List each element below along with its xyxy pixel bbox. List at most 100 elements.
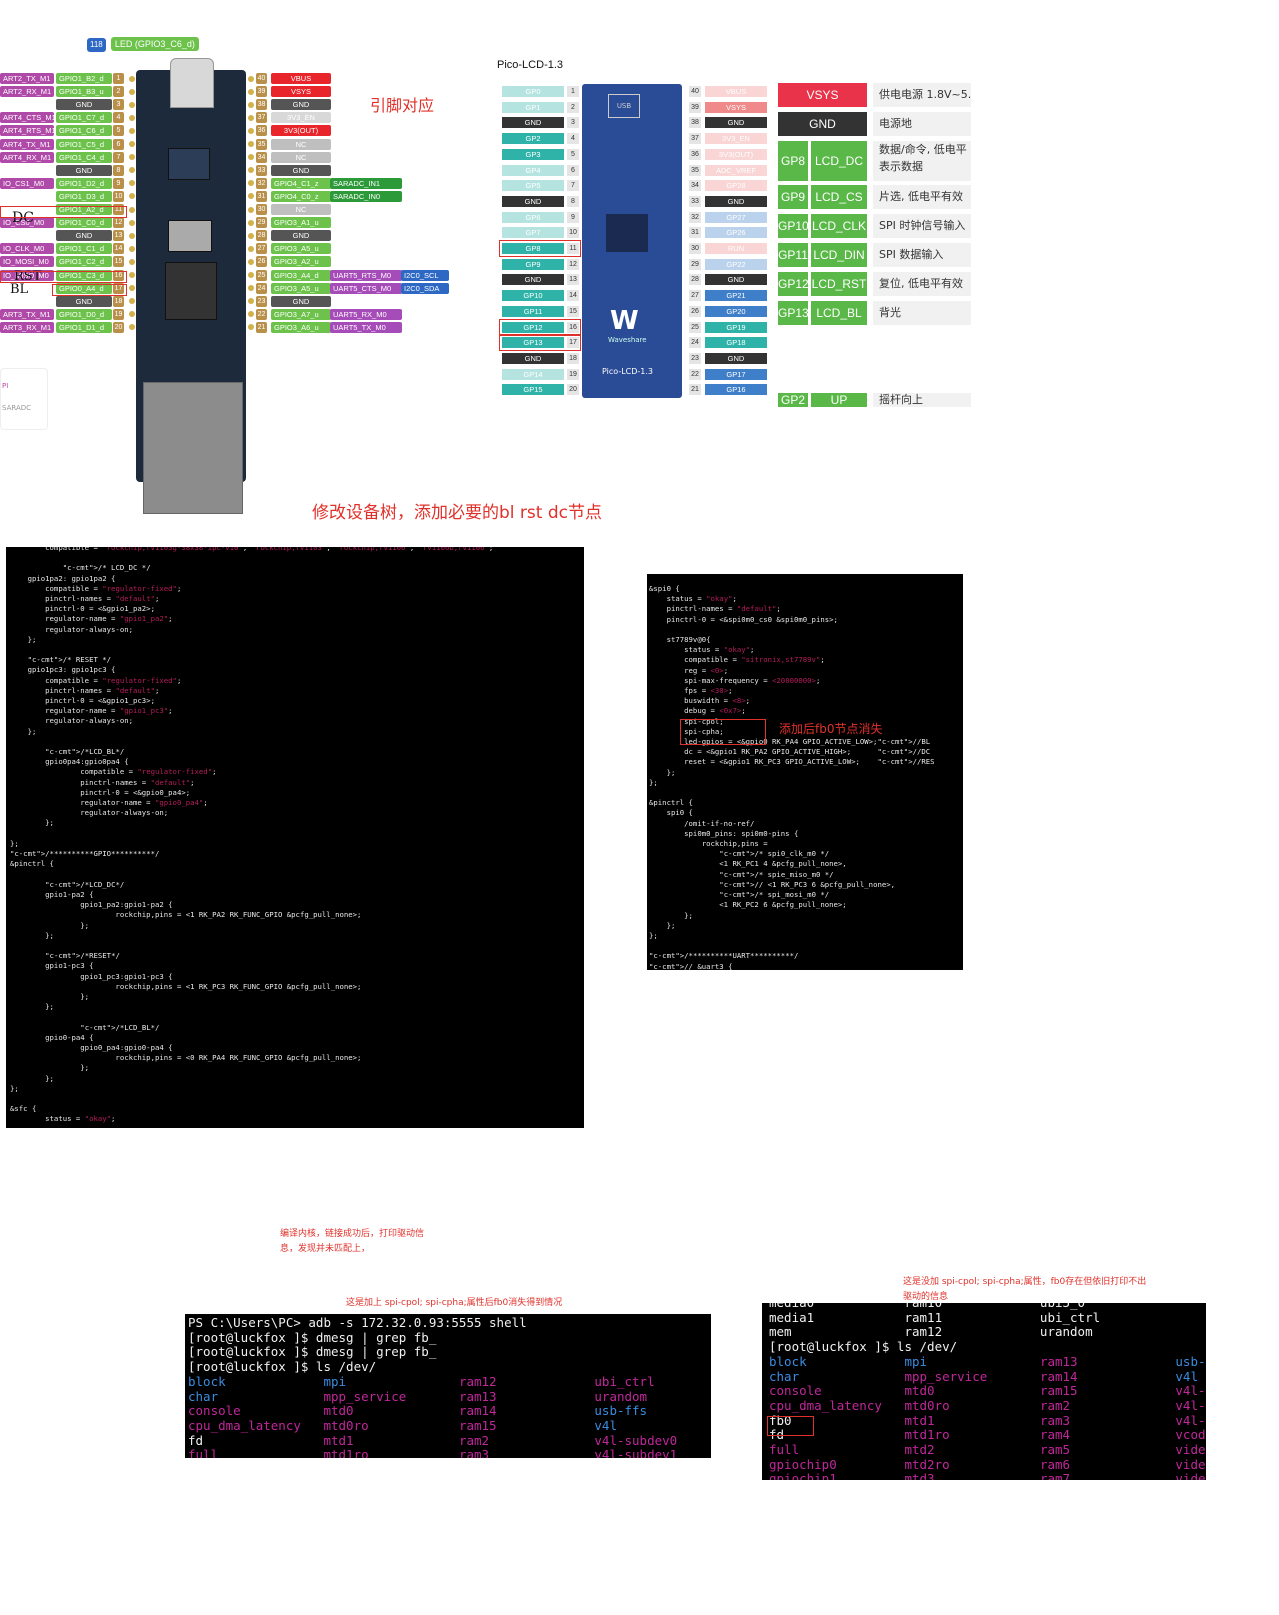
pico-right-pin: GP21 [705,290,767,302]
pico-right-pin: GP27 [705,211,767,223]
pico-left-num: 13 [567,274,579,286]
left-pin-number: 3 [113,99,124,111]
left-pin-number: 19 [113,308,124,320]
pico-right-num: 29 [689,258,701,270]
rst-highlight-box [0,271,127,283]
dc-highlight-box [0,206,127,218]
left-pin-number: 17 [113,282,124,294]
pico-left-pin: GP10 [502,290,564,302]
left-pin-number: 5 [113,125,124,137]
left-gpio-label: GPIO1_C6_d [56,125,112,137]
pico-left-pin: GND [502,352,564,364]
right-pin-number: 31 [256,190,267,202]
pin-pad [129,258,135,265]
pico-left-num: 14 [567,290,579,302]
pico-right-num: 23 [689,352,701,364]
pico-table-gpio: GP9 [778,185,808,209]
pico-table-signal: LCD_CLK [811,214,867,238]
handwritten-rst-label: RST [14,269,42,284]
left-pin-number: 20 [113,321,124,333]
pin-pad [129,101,135,108]
left-pin-number: 4 [113,112,124,124]
dts-code-panel-right: &spi0 { status = "okay"; pinctrl-names =… [647,574,963,970]
bl-highlight-box [52,284,127,296]
pin-pad [129,311,135,318]
left-pin-number: 8 [113,164,124,176]
left-gpio-label: GND [56,230,112,242]
pico-pin-highlight [499,240,581,257]
left-func-label: IO_MISO_M0 [0,269,54,281]
right-gpio-label: GPIO3_A4_d [271,269,331,281]
pico-table-signal: UP [811,393,867,407]
pin-pad [129,154,135,161]
pin-pad [248,324,254,331]
pico-table-gpio: GP2 [778,393,808,407]
right-pin-number: 22 [256,308,267,320]
left-func-label: ART4_RTS_M1 [0,125,54,137]
pico-right-pin: GND [705,195,767,207]
fb0-highlight-box [767,1416,814,1436]
right-pin-number: 30 [256,204,267,215]
pico-left-num: 5 [567,148,579,160]
pico-pin-highlight [499,334,581,352]
left-gpio-label: GND [56,99,112,111]
pico-right-num: 37 [689,133,701,145]
pin-pad [129,272,135,278]
pico-table-desc: 电源地 [873,112,971,136]
pico-table-signal: LCD_DC [811,141,867,181]
pico-right-num: 33 [689,195,701,207]
pico-right-num: 21 [689,384,701,396]
pico-left-pin: GP7 [502,227,564,239]
pico-right-pin: GND [705,274,767,286]
pico-left-pin: GP1 [502,101,564,113]
pico-table-gpio: GP13 [778,301,809,325]
pico-right-num: 34 [689,180,701,192]
pico-lcd-diagram: Pico-LCD-1.3 USB W Waveshare Pico-LCD-1.… [495,56,975,407]
handwritten-bl-label: BL [10,282,29,297]
right-func-label: UART5_TX_M0 [330,321,402,333]
pico-left-num: 2 [567,101,579,113]
left-func-label: ART4_CTS_M1 [0,112,54,124]
usb-c-connector [170,58,214,108]
pico-table-desc: 片选, 低电平有效 [873,185,971,209]
right-pin-number: 27 [256,243,267,255]
pin-pad [248,154,254,161]
left-pin-number: 2 [113,86,124,98]
left-pin-number: 13 [113,230,124,242]
left-pin-number: 10 [113,190,124,202]
left-pin-number: 7 [113,151,124,163]
left-gpio-label: GND [56,295,112,307]
right-gpio-label: GND [271,230,331,242]
pico-usb: USB [608,94,640,118]
pico-chip [606,214,648,252]
left-gpio-label: GPIO1_D3_d [56,190,112,202]
sd-slot [168,220,212,252]
pico-table-gpio: GP12 [778,272,809,296]
pin-pad [248,206,254,213]
pico-left-pin: GP3 [502,148,564,160]
pico-right-pin: GP18 [705,337,767,349]
left-func-label: ART4_RX_M1 [0,151,54,163]
right-gpio-label: GPIO3_A5_u [271,243,331,255]
right-gpio-label: GND [271,295,331,307]
pico-right-num: 36 [689,148,701,160]
right-pin-number: 25 [256,269,267,281]
right-func-label: UART5_RX_M0 [330,308,402,320]
pico-brand: Waveshare [608,336,647,344]
pico-right-pin: VBUS [705,86,767,97]
right-gpio-label: 3V3(OUT) [271,125,331,137]
pico-left-num: 20 [567,384,579,396]
left-gpio-label: GPIO1_B3_u [56,86,112,98]
left-pin-number: 11 [113,204,124,215]
pico-table-gpio: GP8 [778,141,808,181]
pico-right-num: 24 [689,337,701,349]
pin-pad [248,298,254,305]
pin-pad [129,324,135,331]
terminal-right-output: media0 ram10 ubi5_0 media1 ram11 ubi_ctr… [769,1303,1206,1480]
pin-pad [248,272,254,278]
pin-pad [129,232,135,239]
pico-right-num: 30 [689,243,701,254]
left-gpio-label: GPIO1_D0_d [56,308,112,320]
pin-pad [129,127,135,134]
